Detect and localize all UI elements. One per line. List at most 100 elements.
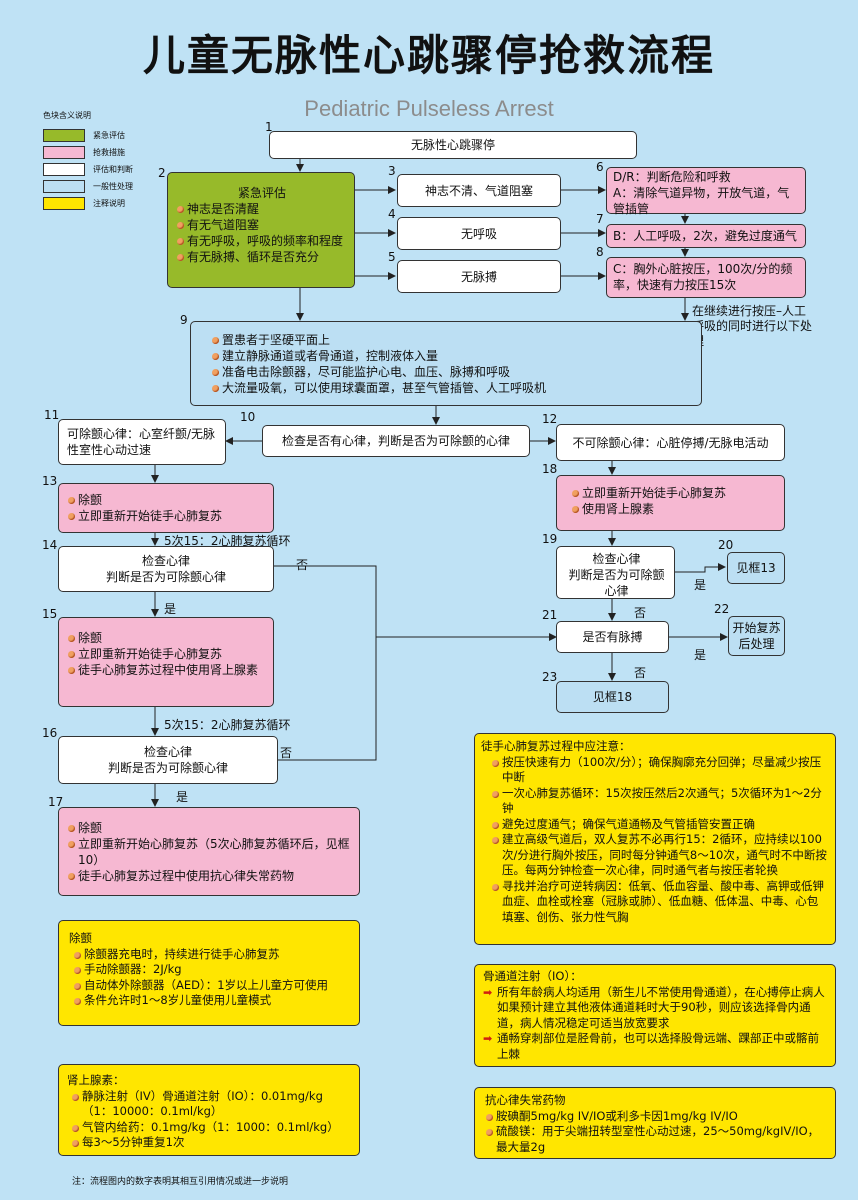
list-item: 立即重新开始心肺复苏（5次心肺复苏循环后，见框10） (67, 836, 351, 868)
node-6: D/R：判断危险和呼救 A：清除气道异物，开放气道，气管插管 (606, 167, 806, 216)
note-title: 骨通道注射（IO）： (483, 969, 582, 983)
list-item: 有无气道阻塞 (176, 217, 348, 233)
list-item: 一次心肺复苏循环：15次按压然后2次通气；5次循环为1～2分钟 (491, 786, 829, 817)
page-title: 儿童无脉性心跳骤停抢救流程 (142, 31, 715, 80)
node-number: 12 (542, 412, 558, 426)
node-12: 不可除颤心律：心脏停搏/无脉电活动 (556, 424, 785, 461)
list-item: 通畅穿刺部位是胫骨前，也可以选择股骨远端、踝部正中或髂前上棘 (483, 1031, 829, 1062)
list-item: 立即重新开始徒手心肺复苏 (67, 646, 265, 662)
node-13: 除颤 立即重新开始徒手心肺复苏 (58, 483, 274, 533)
legend-item: 评估和判断 (43, 161, 133, 178)
node-16: 检查心律 判断是否为可除颤心律 (58, 736, 278, 784)
node-title: 紧急评估 (237, 186, 286, 200)
legend-swatch (43, 129, 85, 142)
node-text: C：胸外心脏按压，100次/分的频率，快速有力按压15次 (613, 262, 793, 292)
node-text: 见框18 (592, 690, 633, 704)
list-item: 建立高级气道后，双人复苏不必再行15：2循环，应持续以100次/分进行胸外按压，… (491, 832, 829, 879)
node-11: 可除颤心律：心室纤颤/无脉性室性心动过速 (58, 419, 226, 465)
note-defib: 除颤 除颤器充电时，持续进行徒手心肺复苏 手动除颤器：2J/kg 自动体外除颤器… (58, 920, 360, 1026)
node-17: 除颤 立即重新开始心肺复苏（5次心肺复苏循环后，见框10） 徒手心肺复苏过程中使… (58, 807, 360, 896)
list-item: 除颤器充电时，持续进行徒手心肺复苏 (73, 947, 351, 963)
list-item: 置患者于坚硬平面上 (211, 332, 693, 348)
node-10: 检查是否有心律，判断是否为可除颤的心律 (262, 425, 530, 457)
node-text: D/R：判断危险和呼救 (613, 170, 731, 184)
node-number: 17 (48, 795, 64, 809)
note-title: 抗心律失常药物 (485, 1093, 566, 1107)
footnote: 注：流程图内的数字表明其相互引用情况或进一步说明 (72, 1177, 289, 1187)
edge-label-yes: 是 (694, 578, 707, 592)
list-item: 除颤 (67, 820, 351, 836)
node-text: B：人工呼吸，2次，避免过度通气 (613, 229, 797, 243)
node-number: 14 (42, 538, 58, 552)
node-number: 11 (44, 408, 60, 422)
legend-item: 注释说明 (43, 195, 133, 212)
node-20: 见框13 (727, 552, 785, 584)
list-item: 寻找并治疗可逆转病因：低氧、低血容量、酸中毒、高钾或低钾血症、血栓或栓塞（冠脉或… (491, 879, 829, 926)
node-number: 15 (42, 607, 58, 621)
list-item: 手动除颤器：2J/kg (73, 962, 351, 978)
list-item: 除颤 (67, 492, 265, 508)
legend-title: 色块含义说明 (43, 111, 91, 120)
node-text: 可除颤心律：心室纤颤/无脉性室性心动过速 (67, 427, 216, 457)
node-4: 无呼吸 (397, 217, 561, 250)
list-item: 避免过度通气；确保气道通畅及气管插管安置正确 (491, 817, 829, 833)
edge-label-no: 否 (634, 666, 647, 680)
node-text: 开始复苏后处理 (732, 621, 781, 651)
node-15: 除颤 立即重新开始徒手心肺复苏 徒手心肺复苏过程中使用肾上腺素 (58, 617, 274, 707)
node-text: 无脉搏 (460, 269, 497, 284)
list-item: 立即重新开始徒手心肺复苏 (571, 485, 776, 501)
list-item: 条件允许时1～8岁儿童使用儿童模式 (73, 993, 351, 1009)
edge-label-yes: 是 (694, 648, 707, 662)
list-item: 所有年龄病人均适用（新生儿不常使用骨通道），在心搏停止病人如果预计建立其他液体通… (483, 985, 829, 1032)
list-item: 徒手心肺复苏过程中使用抗心律失常药物 (67, 868, 351, 884)
list-item: 有无呼吸，呼吸的频率和程度 (176, 233, 348, 249)
node-text: A：清除气道异物，开放气道，气管插管 (613, 186, 790, 216)
note-cpr: 徒手心肺复苏过程中应注意： 按压快速有力（100次/分）；确保胸廓充分回弹；尽量… (474, 733, 836, 945)
legend-label: 一般性处理 (93, 182, 133, 191)
list-item: 立即重新开始徒手心肺复苏 (67, 508, 265, 524)
legend-swatch (43, 197, 85, 210)
node-19: 检查心律 判断是否为可除颤心律 (556, 546, 675, 599)
edge-label-yes: 是 (176, 790, 189, 804)
node-number: 10 (240, 410, 256, 424)
legend-item: 紧急评估 (43, 127, 133, 144)
legend-item: 一般性处理 (43, 178, 133, 195)
node-18: 立即重新开始徒手心肺复苏 使用肾上腺素 (556, 475, 785, 531)
list-item: 准备电击除颤器，尽可能监护心电、血压、脉搏和呼吸 (211, 364, 693, 380)
legend-swatch (43, 146, 85, 159)
node-text: 是否有脉搏 (582, 630, 643, 644)
node-text: 检查心律 (592, 552, 641, 566)
page-subtitle: Pediatric Pulseless Arrest (304, 96, 554, 121)
note-io: 骨通道注射（IO）： 所有年龄病人均适用（新生儿不常使用骨通道），在心搏停止病人… (474, 964, 836, 1067)
node-number: 8 (596, 245, 604, 259)
node-9: 置患者于坚硬平面上 建立静脉通道或者骨通道，控制液体入量 准备电击除颤器，尽可能… (190, 321, 702, 406)
note-antiarrhythmic: 抗心律失常药物 胺碘酮5mg/kg IV/IO或利多卡因1mg/kg IV/IO… (474, 1087, 836, 1159)
list-item: 建立静脉通道或者骨通道，控制液体入量 (211, 348, 693, 364)
node-number: 1 (265, 120, 273, 134)
edge-label-yes: 是 (164, 602, 177, 616)
node-number: 19 (542, 532, 558, 546)
list-item: 使用肾上腺素 (571, 501, 776, 517)
list-item: 神志是否清醒 (176, 201, 348, 217)
node-number: 21 (542, 608, 558, 622)
node-text: 判断是否为可除颤心律 (107, 761, 228, 775)
node-text: 见框13 (736, 561, 776, 575)
note-epinephrine: 肾上腺素： 静脉注射（IV）骨通道注射（IO）：0.01mg/kg（1：1000… (58, 1064, 360, 1156)
node-number: 4 (388, 207, 396, 221)
edge-label-no: 否 (296, 558, 309, 572)
node-number: 3 (388, 164, 396, 178)
node-5: 无脉搏 (397, 260, 561, 293)
node-8: C：胸外心脏按压，100次/分的频率，快速有力按压15次 (606, 257, 806, 298)
node-text: 神志不清、气道阻塞 (424, 183, 533, 198)
node-3: 神志不清、气道阻塞 (397, 174, 561, 207)
node-text: 检查心律 (141, 554, 190, 568)
note-title: 徒手心肺复苏过程中应注意： (481, 739, 631, 753)
list-item: 每3～5分钟重复1次 (71, 1135, 351, 1151)
node-number: 18 (542, 462, 558, 476)
edge-14-16-no (274, 565, 377, 761)
node-number: 16 (42, 726, 58, 740)
legend: 紧急评估 抢救措施 评估和判断 一般性处理 注释说明 (43, 127, 133, 212)
node-8-note: 在继续进行按压–人工呼吸的同时进行以下处理 (692, 304, 813, 348)
legend-label: 抢救措施 (93, 148, 125, 157)
note-title: 肾上腺素： (67, 1073, 125, 1087)
